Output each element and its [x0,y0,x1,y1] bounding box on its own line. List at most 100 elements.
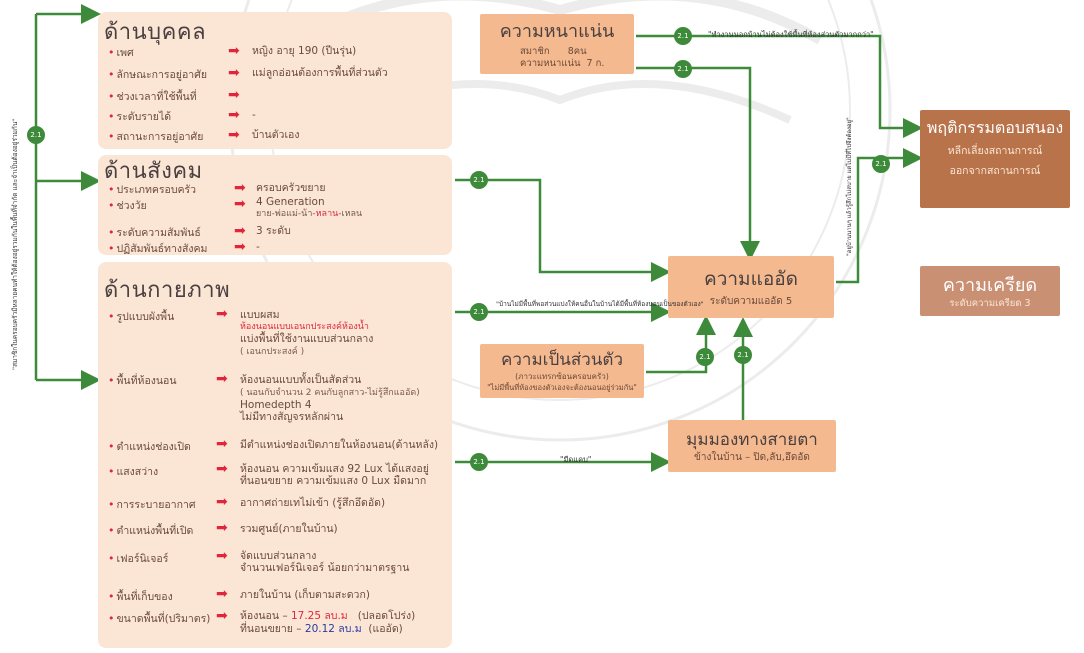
privacy-subtitle: (ภาวะแทรกซ้อนครอบครัว) [515,372,609,381]
individual-row: •เพศ [108,46,134,59]
crowding-title: ความแออัด [704,268,798,290]
physical-row: •ตำแหน่งช่องเปิด [108,440,191,453]
arrow-right-icon: ➡ [234,180,246,196]
arrow-right-icon: ➡ [228,87,240,103]
density-annotation: "ทำงานนอกบ้านไม่ต้องใช้พื้นที่ห้องส่วนตั… [708,30,874,39]
physical-value: รวมศูนย์(ภายในบ้าน) [240,523,338,535]
arrow-right-icon: ➡ [234,223,246,239]
physical-value: ห้องนอน ความเข้มแสง 92 Lux ได้แสงอยู่ [240,463,429,475]
privacy-box: ความเป็นส่วนตัว (ภาวะแทรกซ้อนครอบครัว) "… [480,344,644,398]
individual-value: บ้านตัวเอง [252,129,300,141]
individual-value: - [252,109,256,121]
physical-value: แบบผสม [240,309,280,321]
individual-row: •ระดับรายได้ [108,110,172,123]
arrow-right-icon: ➡ [216,608,228,624]
social-value: 3 ระดับ [256,225,291,237]
density-title: ความหนาแน่น [499,21,615,42]
social-row: •ประเภทครอบครัว [108,183,197,196]
physical-row: •พื้นที่เก็บของ [108,590,173,603]
light-annotation: "มืดแคบ" [560,455,592,464]
arrow-right-icon: ➡ [216,494,228,510]
behavior-box: พฤติกรรมตอบสนอง หลีกเลี่ยงสถานการณ์ ออกจ… [920,110,1070,208]
behavior-response-2: ออกจากสถานการณ์ [949,165,1041,177]
crowding-box: ความแออัด ระดับความแออัด 5 [668,256,834,318]
physical-row: •เฟอร์นิเจอร์ [108,552,169,565]
stress-level: ระดับความเครียด 3 [949,298,1031,309]
physical-value: อากาศถ่ายเทไม่เข้า (รู้สึกอึดอัด) [240,497,386,509]
relation-badge: 2.1 [470,303,488,321]
individual-row: •สถานะการอยู่อาศัย [108,130,204,143]
physical-row: •รูปแบบผังพื้น [108,310,175,323]
physical-detail: ( เอนกประสงค์ ) [240,347,305,357]
physical-detail: แบ่งพื้นที่ใช้งานแบบส่วนกลาง [240,333,374,345]
arrow-right-icon: ➡ [234,239,246,255]
crowding-level: ระดับความแออัด 5 [709,296,793,307]
arrow-right-icon: ➡ [216,436,228,452]
physical-detail: Homedepth 4 [240,399,312,411]
physical-row: •แสงสว่าง [108,465,159,478]
arrow-right-icon: ➡ [216,371,228,387]
relation-badge: 2.1 [27,126,45,144]
physical-row: •ขนาดพื้นที่(ปริมาตร) [108,612,211,625]
arrow-right-icon: ➡ [228,107,240,123]
arrow-right-icon: ➡ [228,127,240,143]
social-row: •ระดับความสัมพันธ์ [108,226,201,239]
right-vertical-annotation: "อยู่บ้านนานๆ แล้วรู้สึกไม่สบาย แต่ไม่มี… [846,117,853,256]
relation-badge: 2.1 [674,27,692,45]
individual-title: ด้านบุคคล [104,20,207,45]
arrow-right-icon: ➡ [228,65,240,81]
social-value: 4 Generation [256,196,325,208]
physical-title: ด้านกายภาพ [104,278,231,303]
privacy-title: ความเป็นส่วนตัว [500,350,624,370]
social-value: - [256,241,260,253]
relation-badge: 2.1 [872,155,890,173]
physical-value: มีตำแหน่งช่องเปิดภายในห้องนอน(ด้านหลัง) [240,439,439,451]
arrow-right-icon: ➡ [216,306,228,322]
physical-area-bedroom: ห้องนอน – 17.25 ลบ.ม (ปลอดโปร่ง) [240,610,416,622]
physical-row: •พื้นที่ห้องนอน [108,374,177,387]
density-members: สมาชิก 8คน [520,46,587,57]
physical-detail: จำนวนเฟอร์นิเจอร์ น้อยกว่ามาตรฐาน [240,562,410,574]
physical-panel [98,262,452,648]
physical-detail: ห้องนอนแบบเอนกประสงค์ห้องน้ำ [240,322,369,332]
individual-row: •ช่วงเวลาที่ใช้พื้นที่ [108,90,197,103]
arrow-right-icon: ➡ [216,520,228,536]
arrow-right-icon: ➡ [216,461,228,477]
social-panel [98,155,452,255]
behavior-title: พฤติกรรมตอบสนอง [926,118,1064,137]
physical-value: ภายในบ้าน (เก็บตามสะดวก) [240,589,370,601]
left-vertical-annotation: "สมาชิกในครอบครัวมีหลายคนทำให้ต้องอยู่รว… [11,118,19,370]
individual-panel [98,12,452,149]
physical-value: จัดแบบส่วนกลาง [240,550,317,562]
physical-annotation: "บ้านไม่มีพื้นที่พอส่วนแบ่งให้คนอื่นในบ้… [496,300,704,308]
visibility-subtitle: ข้างในบ้าน – ปิด,ลับ,อึดอัด [694,452,810,463]
physical-row: •ตำแหน่งพื้นที่เปิด [108,524,194,537]
physical-area-extended: ที่นอนขยาย – 20.12 ลบ.ม (แออัด) [240,623,403,635]
visibility-title: มุมมองทางสายตา [686,430,818,450]
individual-value: หญิง อายุ 190 (ปีนรุ่น) [252,45,357,57]
social-title: ด้านสังคม [104,159,203,184]
density-level: ความหนาแน่น 7 ก. [520,58,605,69]
social-row: •ช่วงวัย [108,199,147,212]
physical-value: ห้องนอนแบบทั้งเป็นสัดส่วน [240,374,362,386]
arrow-right-icon: ➡ [216,548,228,564]
stress-box: ความเครียด ระดับความเครียด 3 [920,266,1060,316]
social-generations: ยาย-พ่อแม่-น้า-หลาน-เหลน [256,209,363,219]
relation-badge: 2.1 [696,348,714,366]
arrow-right-icon: ➡ [228,43,240,59]
physical-detail: ที่นอนขยาย ความเข้มแสง 0 Lux มืดมาก [240,475,427,487]
behavior-response-1: หลีกเลี่ยงสถานการณ์ [947,145,1043,157]
density-box: ความหนาแน่น สมาชิก 8คน ความหนาแน่น 7 ก. [480,14,634,74]
arrow-right-icon: ➡ [216,586,228,602]
physical-row: •การระบายอากาศ [108,498,196,511]
physical-detail: ไม่มีทางสัญจรหลักผ่าน [240,411,344,423]
relation-badge: 2.1 [734,346,752,364]
social-row: •ปฏิสัมพันธ์ทางสังคม [108,242,208,255]
relation-badge: 2.1 [470,453,488,471]
stress-title: ความเครียด [942,275,1038,296]
visibility-box: มุมมองทางสายตา ข้างในบ้าน – ปิด,ลับ,อึดอ… [668,420,836,472]
social-value: ครอบครัวขยาย [256,182,326,194]
privacy-quote: "ไม่มีพื้นที่ห้องของตัวเองจะต้องนอนอยู่ร… [487,383,637,392]
relation-badge: 2.1 [470,171,488,189]
physical-detail: ( นอนกับจำนวน 2 คนกับลูกสาว-ไม่รู้สึกแออ… [240,388,420,398]
